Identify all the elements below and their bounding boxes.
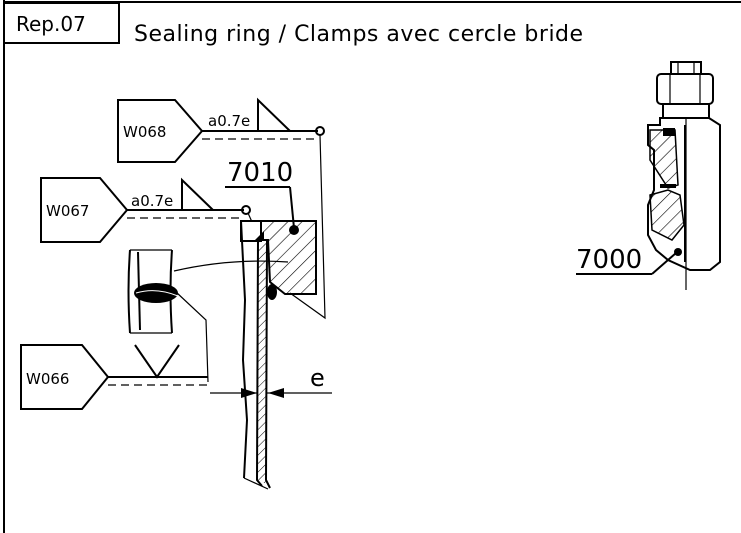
ring-ref-label: 7010 (227, 158, 293, 188)
weld-symbol-w066: W066 (20, 291, 209, 410)
weld-code-w067: W067 (46, 202, 89, 220)
drawing-frame (3, 0, 741, 533)
drawing-title: Sealing ring / Clamps avec cercle bride (134, 22, 584, 47)
weld-throat-w068: a0.7e (208, 112, 250, 130)
clamp-view: 7000 (576, 61, 721, 290)
clamp-ref-label: 7000 (576, 245, 642, 275)
weld-code-w068: W068 (123, 123, 166, 141)
ref-label: Rep.07 (16, 12, 86, 36)
shell-plate (240, 220, 271, 490)
thickness-dimension: e (210, 364, 332, 398)
weld-code-w066: W066 (26, 370, 69, 388)
weld-detail-view (127, 249, 289, 334)
weld-symbol-w067: W067 a0.7e (40, 177, 261, 243)
thickness-label: e (310, 364, 325, 392)
weld-symbol-w068: W068 a0.7e (117, 97, 326, 320)
sealing-ring-section: 7010 (225, 158, 317, 300)
ref-box: Rep.07 (3, 2, 120, 44)
weld-throat-w067: a0.7e (131, 192, 173, 210)
